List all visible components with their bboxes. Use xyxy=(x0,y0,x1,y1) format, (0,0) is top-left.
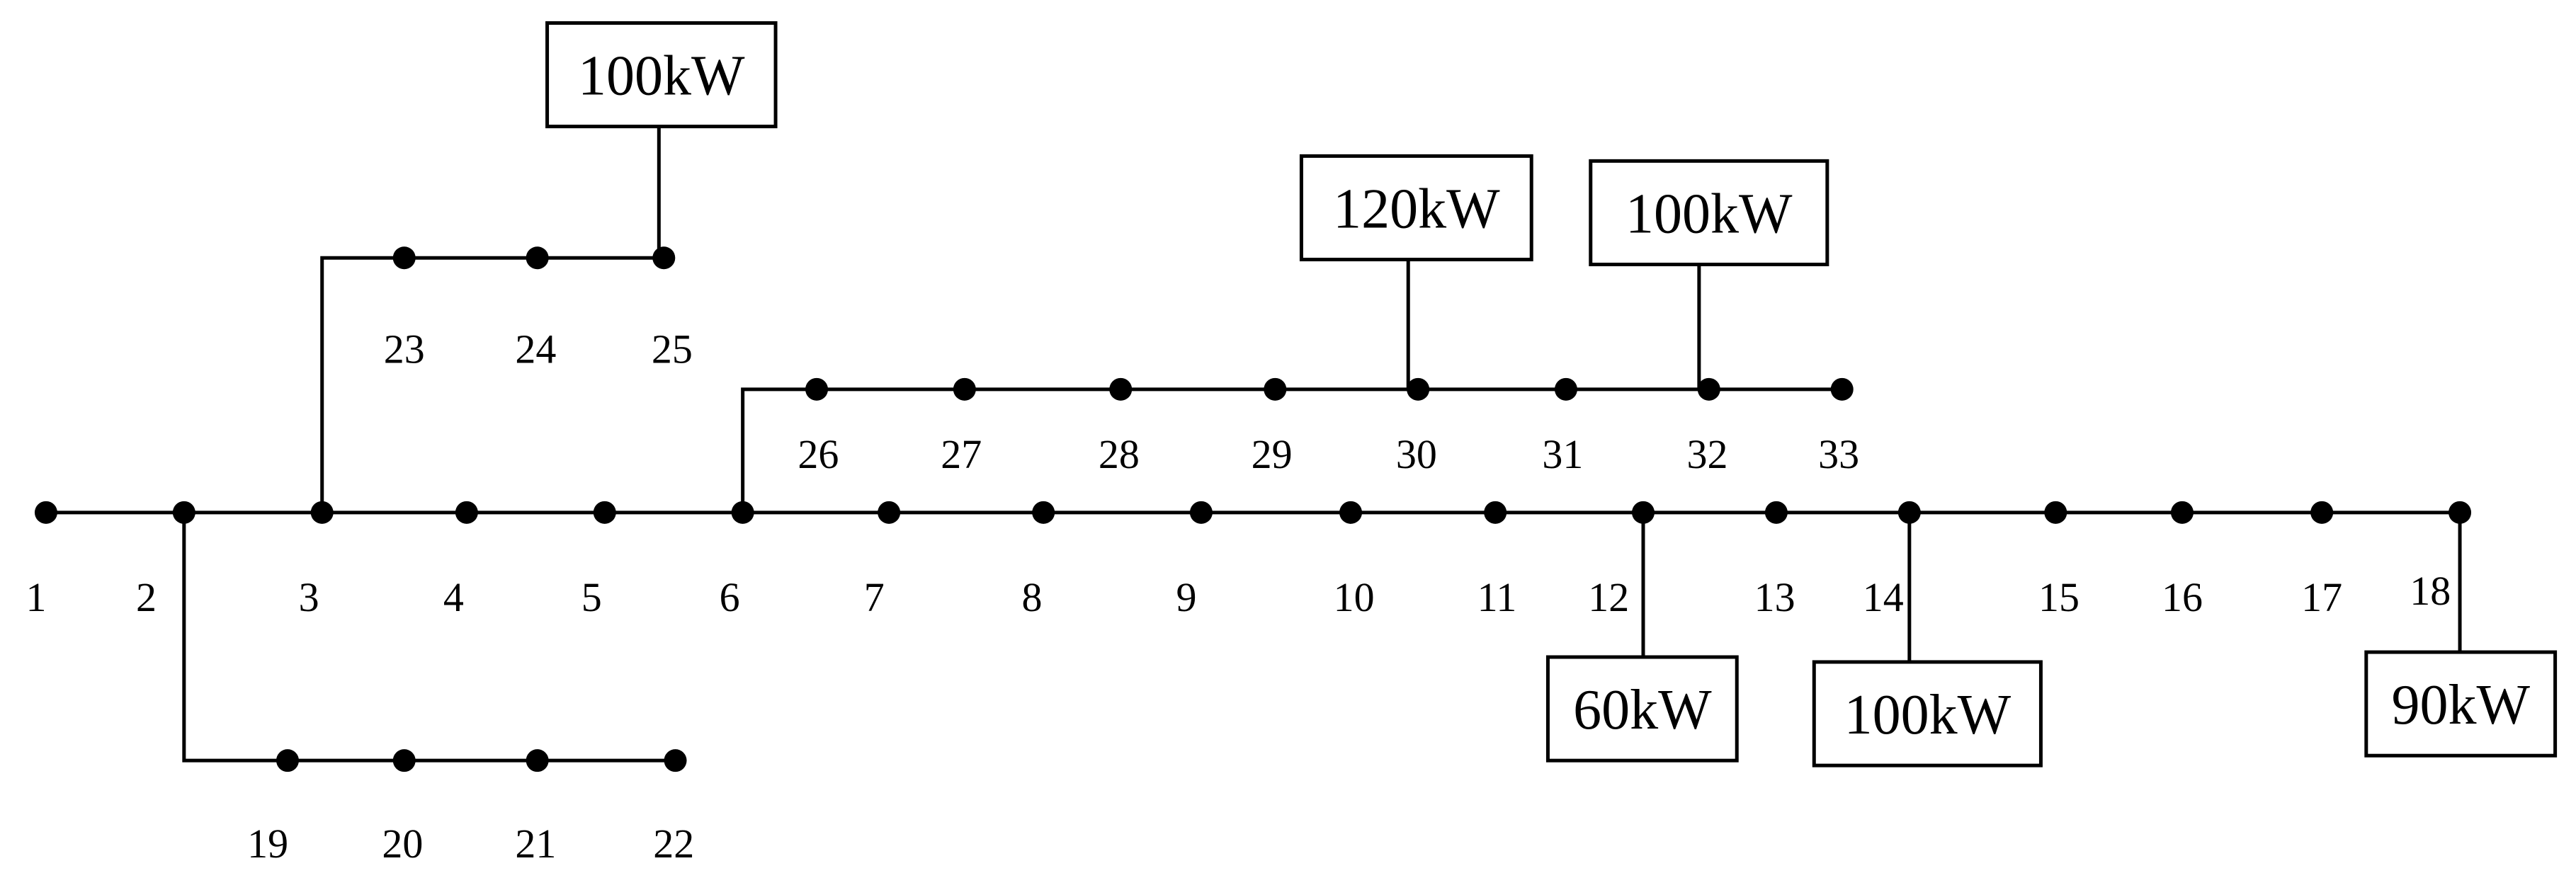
bus-node xyxy=(1830,377,1854,401)
load-box xyxy=(545,21,778,129)
feeder-line xyxy=(320,256,664,513)
bus-label: 29 xyxy=(1252,431,1293,477)
bus-node xyxy=(34,501,57,524)
bus-node xyxy=(455,501,478,524)
bus-node xyxy=(392,246,416,270)
bus-node xyxy=(2449,501,2472,524)
feeder-line xyxy=(182,512,676,763)
bus-label: 22 xyxy=(653,821,694,867)
load-box xyxy=(1589,159,1829,267)
bus-label: 14 xyxy=(1863,574,1904,620)
bus-node xyxy=(805,377,829,401)
bus-label: 25 xyxy=(652,326,693,372)
bus-label: 12 xyxy=(1588,574,1629,620)
bus-node xyxy=(526,749,549,772)
bus-node xyxy=(1032,501,1055,524)
feeder-line xyxy=(741,387,1842,513)
bus-node xyxy=(172,501,195,524)
bus-node xyxy=(310,501,334,524)
bus-node xyxy=(1407,377,1430,401)
bus-label: 6 xyxy=(720,574,740,620)
bus-label: 20 xyxy=(382,821,423,867)
bus-label: 11 xyxy=(1477,574,1517,620)
bus-node xyxy=(276,749,299,772)
bus-label: 15 xyxy=(2038,574,2079,620)
bus-label: 17 xyxy=(2301,574,2342,620)
bus-label: 23 xyxy=(384,326,425,372)
bus-node xyxy=(593,501,616,524)
bus-label: 16 xyxy=(2162,574,2203,620)
bus-node xyxy=(1339,501,1363,524)
bus-node xyxy=(2044,501,2067,524)
bus-node xyxy=(652,246,676,270)
bus-node xyxy=(1264,377,1287,401)
bus-node xyxy=(1897,501,1921,524)
load-label: 120kW xyxy=(1333,178,1500,240)
bus-node xyxy=(1554,377,1577,401)
bus-label: 1 xyxy=(26,574,47,620)
bus-label: 7 xyxy=(864,574,885,620)
bus-label: 18 xyxy=(2410,568,2451,614)
load-label: 90kW xyxy=(2391,674,2530,736)
load-label: 60kW xyxy=(1573,679,1712,741)
bus-node xyxy=(1697,377,1720,401)
bus-label: 10 xyxy=(1334,574,1375,620)
bus-label: 5 xyxy=(581,574,602,620)
bus-node xyxy=(392,749,416,772)
load-box xyxy=(1812,660,2043,768)
bus-node xyxy=(1632,501,1655,524)
bus-node xyxy=(878,501,901,524)
bus-label: 19 xyxy=(247,821,288,867)
load-label: 100kW xyxy=(1625,183,1793,245)
bus-label: 26 xyxy=(798,431,839,477)
bus-label: 24 xyxy=(515,326,556,372)
load-box xyxy=(1299,154,1533,262)
bus-label: 32 xyxy=(1686,431,1727,477)
bus-label: 3 xyxy=(299,574,319,620)
bus-label: 2 xyxy=(136,574,157,620)
load-label: 100kW xyxy=(1844,684,2012,746)
bus-node xyxy=(1109,377,1133,401)
bus-label: 28 xyxy=(1099,431,1140,477)
bus-label: 30 xyxy=(1396,431,1437,477)
bus-label: 33 xyxy=(1818,431,1859,477)
bus-label: 27 xyxy=(941,431,982,477)
bus-label: 4 xyxy=(443,574,464,620)
bus-label: 9 xyxy=(1176,574,1197,620)
bus-label: 8 xyxy=(1021,574,1042,620)
bus-node xyxy=(1764,501,1788,524)
bus-nodes xyxy=(34,246,2472,772)
load-boxes: 100kW 120kW 100kW 60kW 100kW 90kW xyxy=(545,21,2558,768)
bus-label: 13 xyxy=(1754,574,1795,620)
bus-node xyxy=(1189,501,1213,524)
bus-node xyxy=(953,377,976,401)
bus-node xyxy=(664,749,687,772)
load-box xyxy=(1545,655,1739,763)
bus-node xyxy=(731,501,754,524)
load-label: 100kW xyxy=(578,45,745,108)
bus-node xyxy=(2310,501,2334,524)
bus-node xyxy=(1484,501,1507,524)
bus-node xyxy=(2170,501,2194,524)
bus-node xyxy=(526,246,549,270)
load-box xyxy=(2364,650,2558,758)
bus-label: 31 xyxy=(1542,431,1583,477)
bus-label: 21 xyxy=(515,821,556,867)
